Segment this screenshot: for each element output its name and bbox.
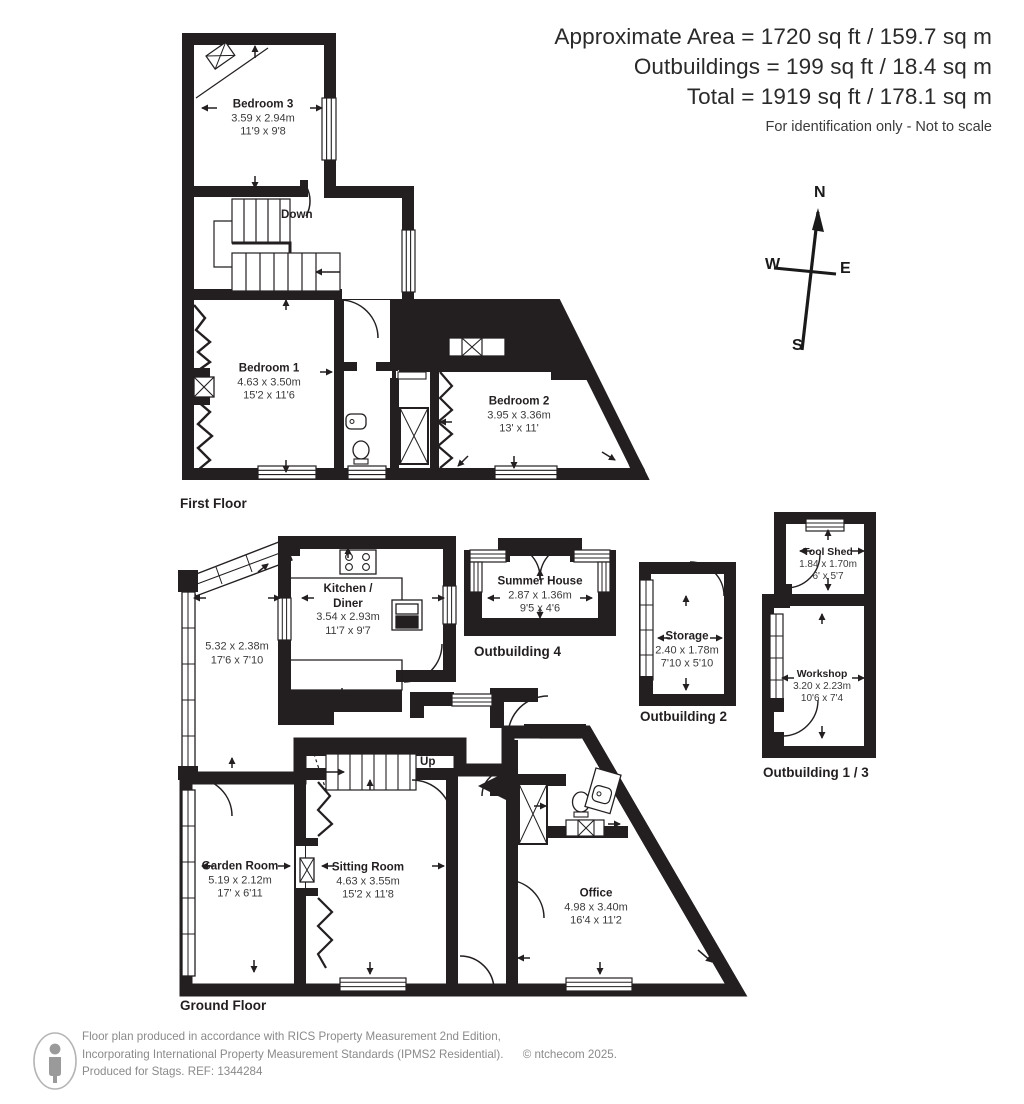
footer-line-1: Floor plan produced in accordance with R… bbox=[82, 1030, 501, 1043]
summer-house-windows bbox=[469, 549, 611, 593]
summer-house-dimension-arrows bbox=[487, 569, 593, 619]
compass-north-label: N bbox=[814, 184, 826, 201]
bedroom3-roof-slope bbox=[195, 41, 269, 99]
footer-copyright: © ntchecom 2025. bbox=[522, 1047, 617, 1061]
first-floor-caption: First Floor bbox=[180, 496, 247, 511]
total-area-line: Total = 1919 sq ft / 178.1 sq m bbox=[686, 84, 992, 109]
first-floor-doors bbox=[305, 185, 429, 371]
footer-line-3: Produced for Stags. REF: 1344284 bbox=[82, 1065, 263, 1078]
tool-shed-window bbox=[805, 518, 845, 532]
outbuilding-4-caption: Outbuilding 4 bbox=[474, 644, 561, 659]
first-floor-partitions bbox=[188, 180, 556, 474]
approximate-area-line: Approximate Area = 1720 sq ft / 159.7 sq… bbox=[554, 24, 992, 49]
ob13-dimension-arrows bbox=[781, 529, 865, 739]
outbuilding-2-storage bbox=[639, 561, 736, 706]
storage-dimension-arrows bbox=[657, 595, 723, 691]
outbuilding-4-summer-house bbox=[464, 538, 616, 636]
compass-south-label: S bbox=[792, 337, 803, 354]
person-info-icon bbox=[33, 1032, 77, 1090]
ground-door-leaves bbox=[478, 772, 506, 800]
bedroom2-alcove bbox=[436, 371, 454, 469]
footer-text: Floor plan produced in accordance with R… bbox=[82, 1028, 617, 1081]
compass-west-label: W bbox=[765, 256, 781, 273]
ground-floor-caption: Ground Floor bbox=[180, 998, 267, 1013]
outbuilding-1-3-caption: Outbuilding 1 / 3 bbox=[763, 765, 869, 780]
compass-east-label: E bbox=[840, 260, 851, 277]
outbuilding-2-caption: Outbuilding 2 bbox=[640, 709, 727, 724]
bedroom1-alcove bbox=[193, 304, 214, 471]
ground-floor-windows bbox=[339, 977, 633, 992]
bedroom1-fireplace bbox=[193, 376, 215, 398]
kitchen-units bbox=[291, 577, 423, 691]
first-floor-plan bbox=[182, 33, 650, 480]
kitchen-windows bbox=[277, 585, 457, 641]
compass-labels: N E S W bbox=[752, 182, 882, 362]
bedroom2-cupboard bbox=[448, 337, 506, 357]
disclaimer-text: For identification only - Not to scale bbox=[765, 119, 992, 135]
footer-line-2: Incorporating International Property Mea… bbox=[82, 1047, 504, 1061]
ground-floor-bathroom-fixtures bbox=[518, 767, 622, 845]
stairs-up-label: Up bbox=[420, 755, 436, 768]
sitting-room-fireplace bbox=[294, 838, 318, 896]
outbuildings-area-line: Outbuildings = 199 sq ft / 18.4 sq m bbox=[633, 54, 992, 79]
ground-floor-staircase bbox=[311, 747, 417, 791]
kitchen-walls bbox=[278, 536, 456, 725]
first-floor-dimension-arrows bbox=[195, 45, 616, 473]
area-summary: Approximate Area = 1720 sq ft / 159.7 sq… bbox=[500, 22, 992, 139]
sitting-room-alcove bbox=[316, 781, 334, 969]
ground-dimension-arrows bbox=[193, 547, 713, 975]
first-floor-staircase bbox=[213, 198, 341, 292]
kitchen-worktop-fill bbox=[291, 690, 402, 712]
ground-floor-doors bbox=[193, 643, 549, 991]
garden-room-glazing bbox=[181, 789, 196, 977]
storage-door bbox=[689, 561, 725, 597]
outbuilding-1-3 bbox=[762, 512, 876, 758]
workshop-window bbox=[769, 613, 784, 703]
ground-floor-plan bbox=[178, 536, 748, 997]
compass-rose bbox=[773, 208, 837, 351]
workshop-door bbox=[781, 699, 819, 737]
first-floor-bathroom-fixtures bbox=[345, 371, 429, 465]
hob-icon bbox=[339, 549, 377, 575]
stairs-down-label: Down bbox=[281, 208, 313, 221]
storage-window bbox=[639, 579, 654, 681]
